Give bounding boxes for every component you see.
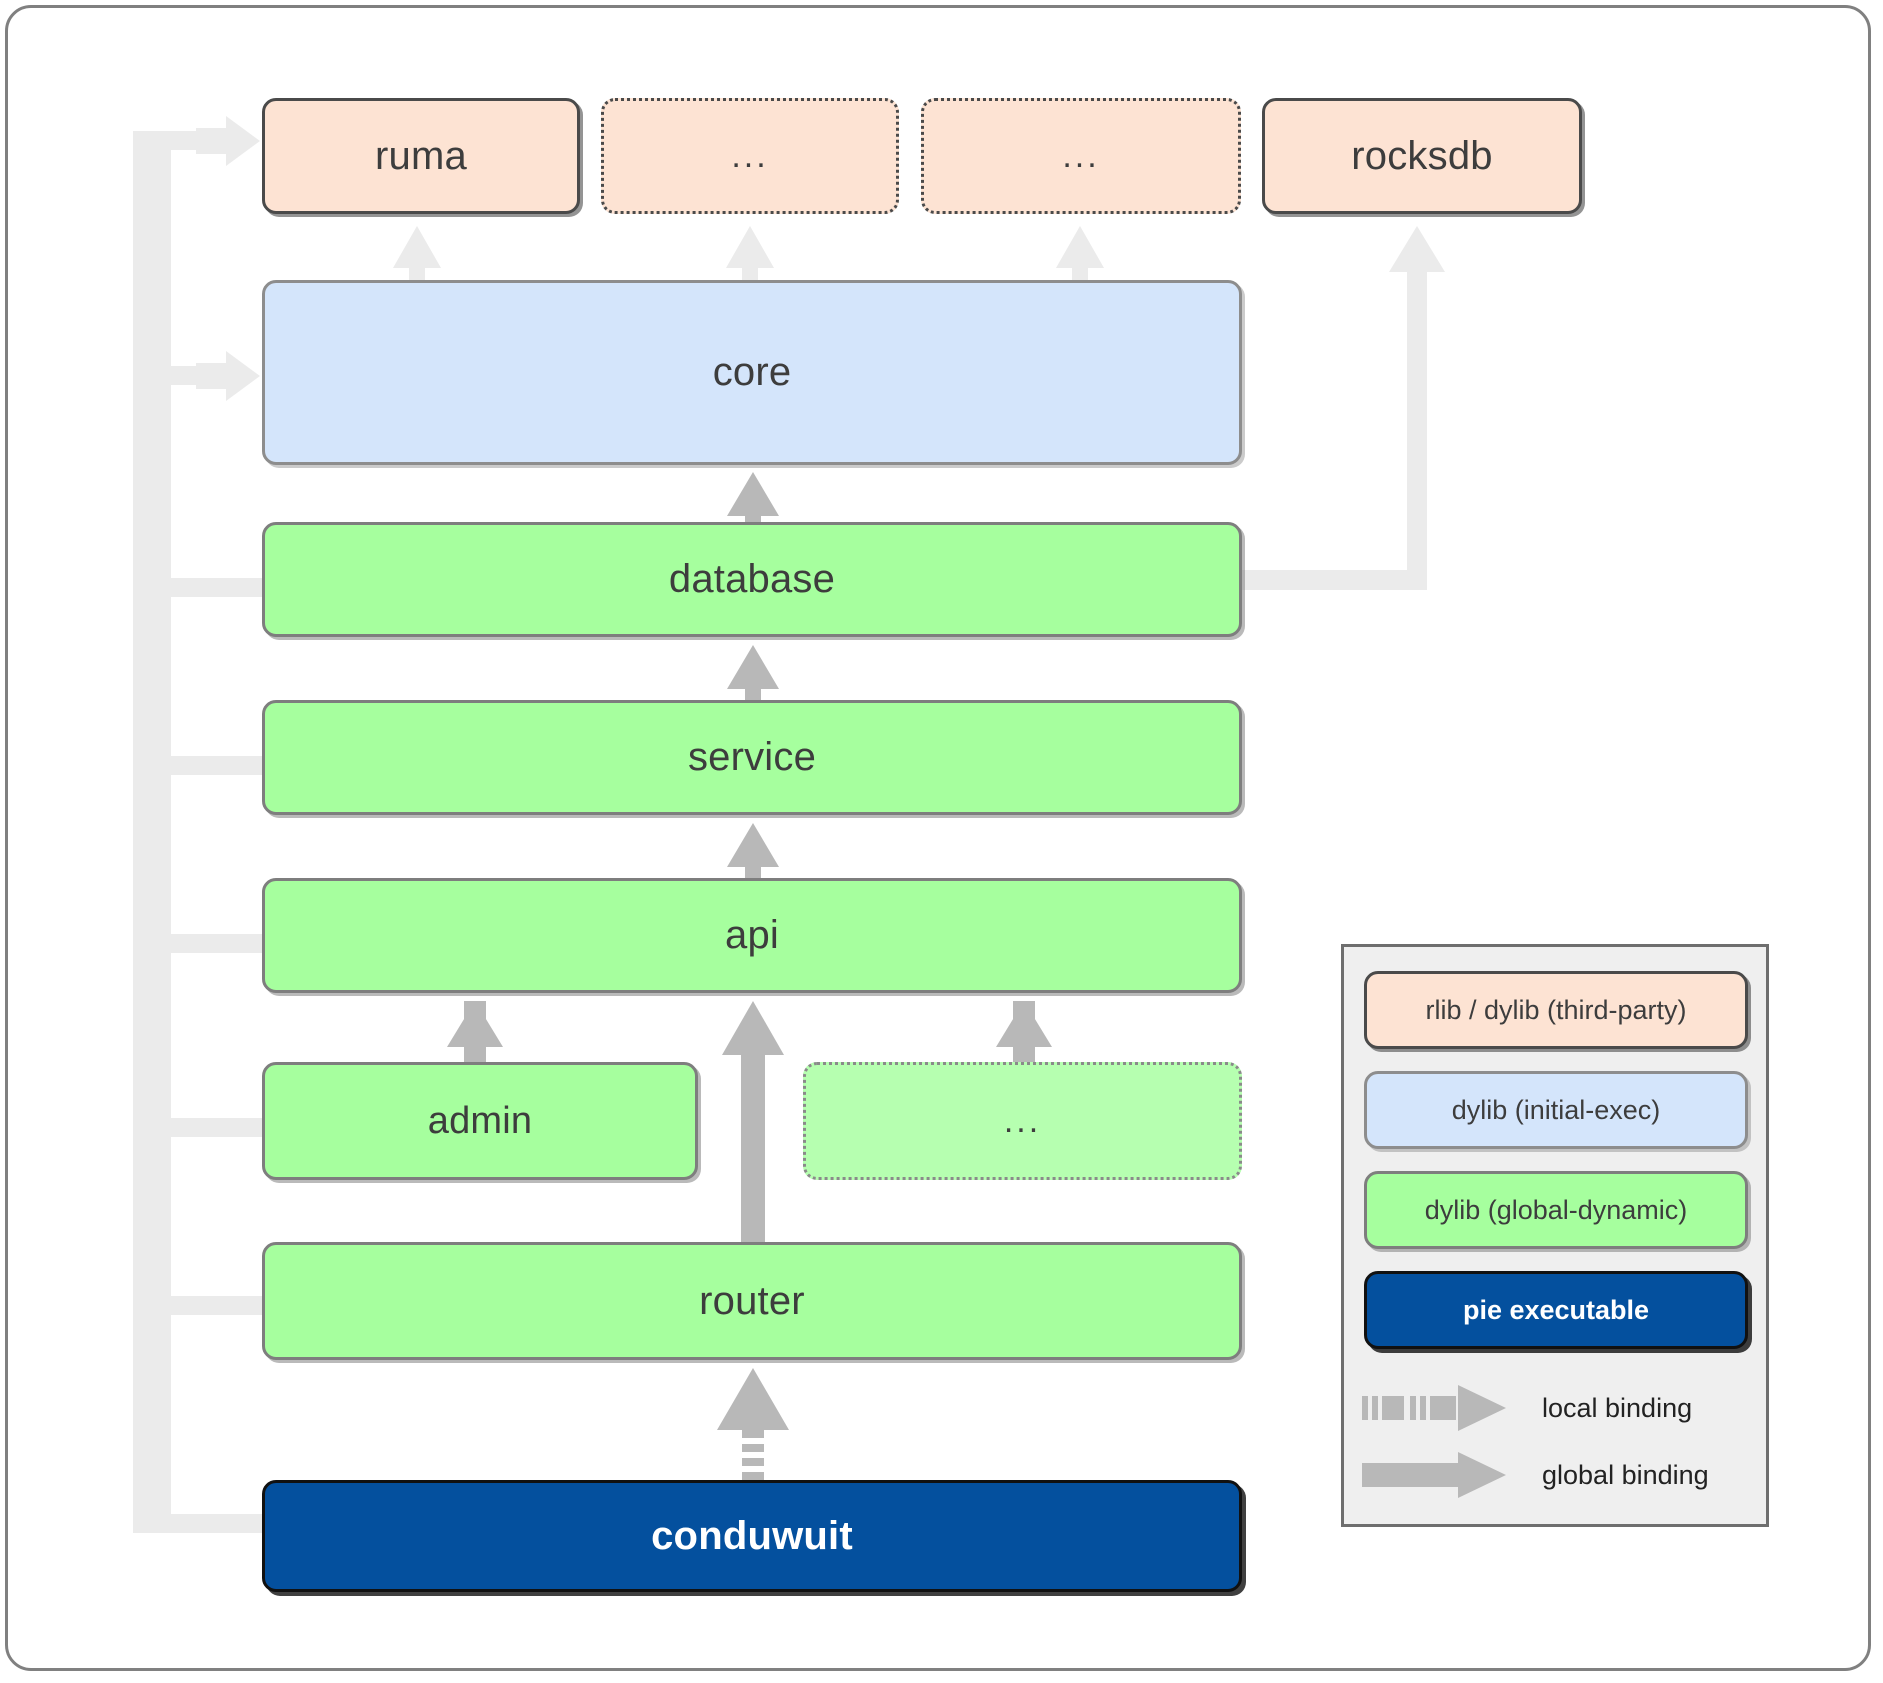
arrowhead-up-admin-to-api: [447, 1001, 503, 1047]
legend-swatch-global-dynamic-label: dylib (global-dynamic): [1424, 1194, 1688, 1225]
legend-binding-local: local binding: [1362, 1377, 1754, 1439]
legend-binding-global-label: global binding: [1542, 1459, 1709, 1490]
connector-left-riser: [152, 150, 171, 1514]
node-dots-3-label: ...: [1003, 1101, 1042, 1140]
connector-database-to-rocksdb-horizontal: [1236, 570, 1426, 590]
node-dots-2-label: ...: [1062, 136, 1100, 175]
connector-database-to-rocksdb-vertical: [1407, 250, 1427, 590]
node-database[interactable]: database: [262, 522, 1242, 637]
node-dots-3[interactable]: ...: [803, 1062, 1242, 1180]
global-binding-arrow-icon: [1362, 1452, 1506, 1498]
arrowhead-up-rocksdb: [1389, 226, 1445, 286]
node-router-label: router: [699, 1278, 805, 1323]
node-router[interactable]: router: [262, 1242, 1242, 1360]
connector-branch-admin: [152, 1118, 267, 1137]
connector-branch-router: [152, 1296, 267, 1315]
node-ruma[interactable]: ruma: [262, 98, 580, 214]
node-database-label: database: [668, 557, 836, 601]
legend-swatch-pie-executable: pie executable: [1364, 1271, 1748, 1349]
node-service[interactable]: service: [262, 700, 1242, 815]
connector-left-trunk-bottom: [133, 1514, 278, 1533]
legend-swatch-third-party: rlib / dylib (third-party): [1364, 971, 1748, 1049]
arrowhead-up-service: [727, 823, 779, 885]
node-rocksdb-label: rocksdb: [1351, 133, 1493, 178]
legend-swatch-initial-exec-label: dylib (initial-exec): [1451, 1094, 1661, 1125]
connector-left-trunk-outer: [133, 131, 152, 1533]
connector-branch-database: [152, 578, 267, 597]
node-core-label: core: [712, 350, 792, 394]
arrowhead-up-ruma: [393, 226, 441, 284]
node-admin[interactable]: admin: [262, 1062, 698, 1180]
legend-binding-global: global binding: [1362, 1444, 1754, 1506]
arrowhead-right-core: [196, 351, 260, 401]
legend-binding-local-label: local binding: [1542, 1392, 1693, 1423]
node-service-label: service: [687, 735, 817, 779]
arrowhead-up-database: [727, 645, 779, 707]
node-admin-label: admin: [427, 1099, 533, 1142]
connector-branch-service: [152, 756, 267, 775]
arrowhead-right-ruma: [196, 116, 260, 166]
node-dots-2[interactable]: ...: [921, 98, 1241, 214]
legend-swatch-third-party-label: rlib / dylib (third-party): [1425, 994, 1687, 1025]
connector-router-to-api-shaft: [741, 1045, 765, 1249]
node-conduwuit[interactable]: conduwuit: [262, 1480, 1242, 1592]
node-dots-1[interactable]: ...: [601, 98, 899, 214]
legend-panel: rlib / dylib (third-party) dylib (initia…: [1341, 944, 1769, 1527]
node-api-label: api: [725, 913, 779, 957]
local-binding-arrow-icon: [1362, 1385, 1506, 1431]
arrowhead-up-dots-2: [1056, 226, 1104, 284]
legend-swatch-initial-exec: dylib (initial-exec): [1364, 1071, 1748, 1149]
arrowhead-up-conduwuit-to-router: [717, 1368, 789, 1488]
legend-swatch-pie-executable-label: pie executable: [1462, 1294, 1650, 1325]
arrowhead-up-router-to-api: [722, 1001, 784, 1055]
arrowhead-up-dots-1: [726, 226, 774, 284]
connector-branch-api: [152, 934, 267, 953]
node-ruma-label: ruma: [375, 133, 467, 178]
node-dots-1-label: ...: [731, 136, 769, 175]
node-conduwuit-label: conduwuit: [651, 1513, 853, 1558]
node-rocksdb[interactable]: rocksdb: [1262, 98, 1582, 214]
arrowhead-up-core: [727, 472, 779, 534]
legend-swatch-global-dynamic: dylib (global-dynamic): [1364, 1171, 1748, 1249]
arrowhead-up-dots3-to-api: [996, 1001, 1052, 1047]
node-core[interactable]: core: [262, 280, 1242, 465]
node-api[interactable]: api: [262, 878, 1242, 993]
